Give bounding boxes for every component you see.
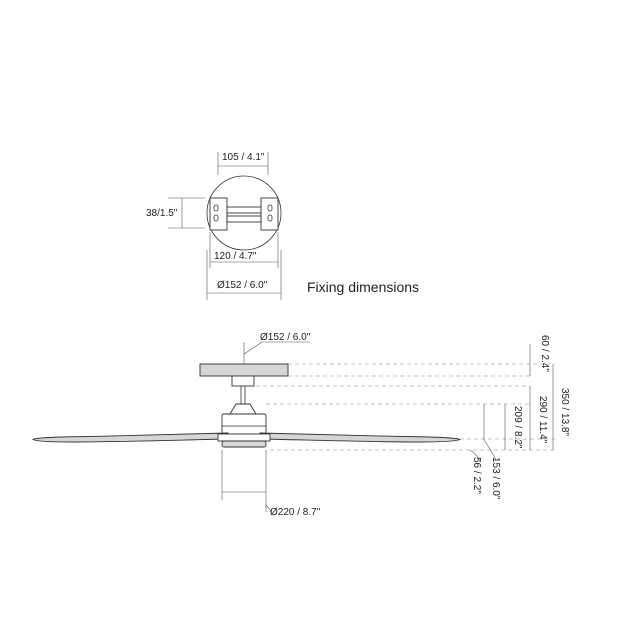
blade-to-bottom-label: 153 / 6.0" [490,457,501,500]
mounting-plate-circle [206,175,282,251]
mounting-plate-view: 105 / 4.1" 38/1.5" 120 / 4.7" Ø152 / 6.0… [146,152,282,300]
body-height-label: 209 / 8.2" [512,406,523,449]
total-height-label: 350 / 13.8" [559,388,570,436]
canopy-height-label: 60 / 2.4" [539,335,550,372]
fan-side-view: Ø152 / 6.0" Ø220 / 8.7" [32,332,570,518]
canopy-hub [231,375,255,387]
plate-diameter-label: Ø152 / 6.0" [217,280,268,291]
light-kit-upper [217,433,271,442]
plate-height-label: 38/1.5" [146,208,178,219]
mounting-bracket [209,197,279,231]
motor-housing [221,413,267,435]
light-diameter-label: Ø220 / 8.7" [270,507,321,518]
bracket-width-label: 120 / 4.7" [214,251,257,262]
light-height-label: 56 / 2.2" [471,457,482,494]
light-kit-lens [221,440,267,448]
ceiling-canopy [199,363,289,377]
motor-to-ceiling-label: 290 / 11.4" [537,396,548,444]
canopy-diameter-label: Ø152 / 6.0" [260,332,311,343]
hole-spacing-label: 105 / 4.1" [222,152,265,163]
fan-blade-right [259,432,461,443]
motor-yoke [229,403,257,415]
fan-blade-left [32,432,229,443]
fixing-dimensions-title: Fixing dimensions [307,279,419,295]
